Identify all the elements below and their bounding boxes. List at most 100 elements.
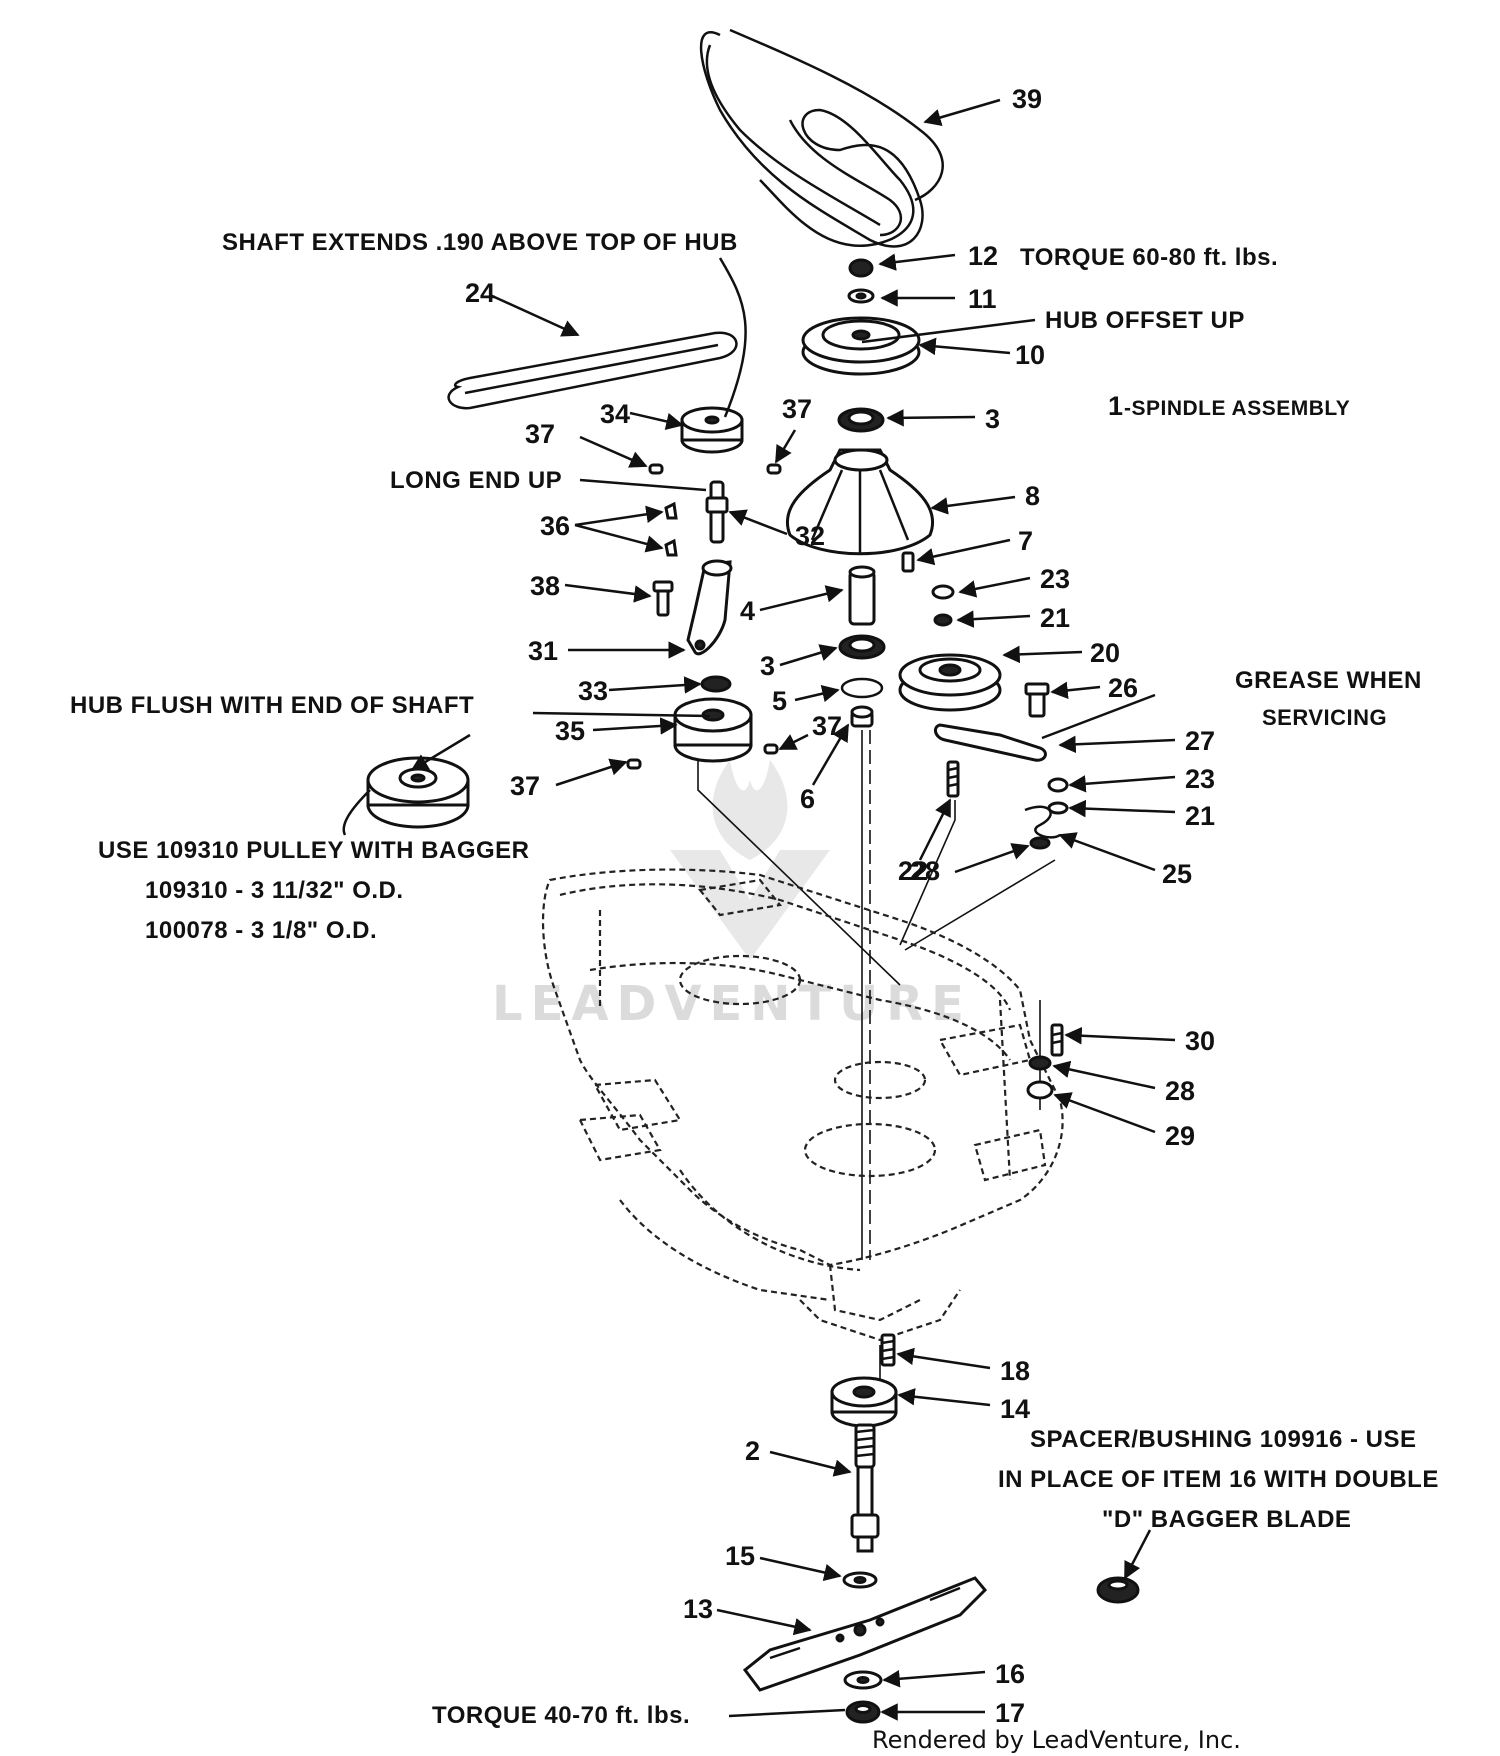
pulley-34	[680, 406, 744, 454]
key-36-b	[664, 538, 678, 557]
callout-23-lower: 23	[1185, 764, 1215, 794]
note-spacer-2: IN PLACE OF ITEM 16 WITH DOUBLE	[998, 1466, 1439, 1493]
bolt-30	[1050, 1023, 1064, 1057]
pulley-hub-35	[673, 697, 753, 763]
spacer-6	[850, 705, 874, 728]
note-grease-1: GREASE WHEN	[1235, 667, 1422, 694]
washer-21-lower	[1047, 801, 1069, 815]
belt-39	[699, 28, 944, 248]
callout-35: 35	[555, 716, 585, 746]
callout-10: 10	[1015, 340, 1045, 370]
callout-27: 27	[1185, 726, 1215, 756]
note-long-end: LONG END UP	[390, 467, 562, 494]
washer-28-upper	[1029, 836, 1051, 850]
callout-3-lower: 3	[760, 651, 775, 681]
bearing-3-lower	[838, 634, 886, 660]
pulley-10	[801, 316, 921, 376]
nut-12	[848, 258, 874, 278]
callout-30: 30	[1185, 1026, 1215, 1056]
callout-38: 38	[530, 571, 560, 601]
note-spindle-assembly: -SPINDLE ASSEMBLY	[1124, 397, 1350, 420]
bearing-3-top	[837, 407, 885, 433]
callout-6: 6	[800, 784, 815, 814]
callout-14: 14	[1000, 1394, 1030, 1424]
callout-29: 29	[1165, 1121, 1195, 1151]
callout-16: 16	[995, 1659, 1025, 1689]
callout-23-upper: 23	[1040, 564, 1070, 594]
spindle-shaft-2	[850, 1423, 880, 1553]
assembly-notes: TORQUE 60-80 ft. lbs. SHAFT EXTENDS .190…	[70, 229, 1439, 1729]
callout-2: 2	[745, 1436, 760, 1466]
arm-31	[686, 559, 733, 656]
bolt-18	[880, 1333, 896, 1367]
spacer-4	[848, 565, 876, 626]
set-screw-37-d	[626, 758, 642, 770]
snap-ring-5	[840, 677, 884, 699]
callout-32: 32	[795, 521, 825, 551]
leadventure-watermark: LEADVENTURE	[492, 760, 964, 1032]
set-screw-37-a	[648, 463, 664, 475]
nut-17	[845, 1700, 881, 1724]
note-shaft-extends: SHAFT EXTENDS .190 ABOVE TOP OF HUB	[222, 229, 738, 256]
callout-33: 33	[578, 676, 608, 706]
washer-28-lower	[1028, 1055, 1052, 1071]
idler-arm-27	[933, 723, 1047, 762]
callout-26: 26	[1108, 673, 1138, 703]
alignment-lines	[697, 730, 1056, 1395]
callout-5: 5	[772, 686, 787, 716]
note-hub-offset: HUB OFFSET UP	[1045, 307, 1245, 334]
note-bagger-2: 109310 - 3 11/32" O.D.	[145, 877, 404, 904]
washer-16	[843, 1670, 883, 1690]
washer-15	[842, 1571, 878, 1589]
callout-20: 20	[1090, 638, 1120, 668]
note-torque-12: TORQUE 60-80 ft. lbs.	[1020, 244, 1278, 271]
callout-17: 17	[995, 1698, 1025, 1728]
set-screw-37-b	[766, 463, 782, 475]
callout-22: 22	[898, 856, 928, 886]
callout-31: 31	[528, 636, 558, 666]
callout-37-b: 37	[782, 394, 812, 424]
spacer-bushing-109916	[1096, 1576, 1140, 1604]
callout-39: 39	[1012, 84, 1042, 114]
blade-13	[742, 1576, 988, 1692]
callout-labels: 39 12 11 10 3 24 34 37 37 8 36 32 7 38 2…	[465, 84, 1215, 1728]
callout-15: 15	[725, 1541, 755, 1571]
callout-36: 36	[540, 511, 570, 541]
note-spacer-1: SPACER/BUSHING 109916 - USE	[1030, 1426, 1417, 1453]
washer-11	[847, 288, 875, 304]
callout-7: 7	[1018, 526, 1033, 556]
callout-8: 8	[1025, 481, 1040, 511]
nut-23-lower	[1047, 777, 1069, 793]
bolt-22	[946, 760, 960, 798]
callout-12: 12	[968, 241, 998, 271]
callout-28-upper: 28	[910, 856, 940, 886]
callout-18: 18	[1000, 1356, 1030, 1386]
callout-13: 13	[683, 1594, 713, 1624]
callout-24: 24	[465, 278, 495, 308]
callout-4: 4	[740, 596, 755, 626]
callout-37-a: 37	[525, 419, 555, 449]
callout-3-top: 3	[985, 404, 1000, 434]
note-bagger-1: USE 109310 PULLEY WITH BAGGER	[98, 837, 530, 864]
callout-21-upper: 21	[1040, 603, 1070, 633]
nut-29	[1026, 1080, 1054, 1100]
bolt-26	[1024, 682, 1050, 718]
leader-lines	[342, 98, 1176, 1721]
callout-11: 11	[968, 284, 997, 314]
callout-37-d: 37	[510, 771, 540, 801]
callout-21-lower: 21	[1185, 801, 1215, 831]
callout-34: 34	[600, 399, 630, 429]
note-grease-2: SERVICING	[1262, 705, 1387, 730]
grease-fitting-7	[901, 551, 915, 573]
footer-credit: Rendered by LeadVenture, Inc.	[872, 1726, 1241, 1754]
bagger-pulley	[366, 756, 470, 829]
note-bagger-3: 100078 - 3 1/8" O.D.	[145, 917, 377, 944]
callout-25: 25	[1162, 859, 1192, 889]
set-screw-37-c	[763, 743, 779, 755]
blade-hub-14	[830, 1376, 898, 1428]
pulley-20	[898, 653, 1002, 712]
mower-deck	[541, 868, 1064, 1342]
nut-23-upper	[931, 584, 955, 600]
washer-21-upper	[933, 613, 953, 627]
